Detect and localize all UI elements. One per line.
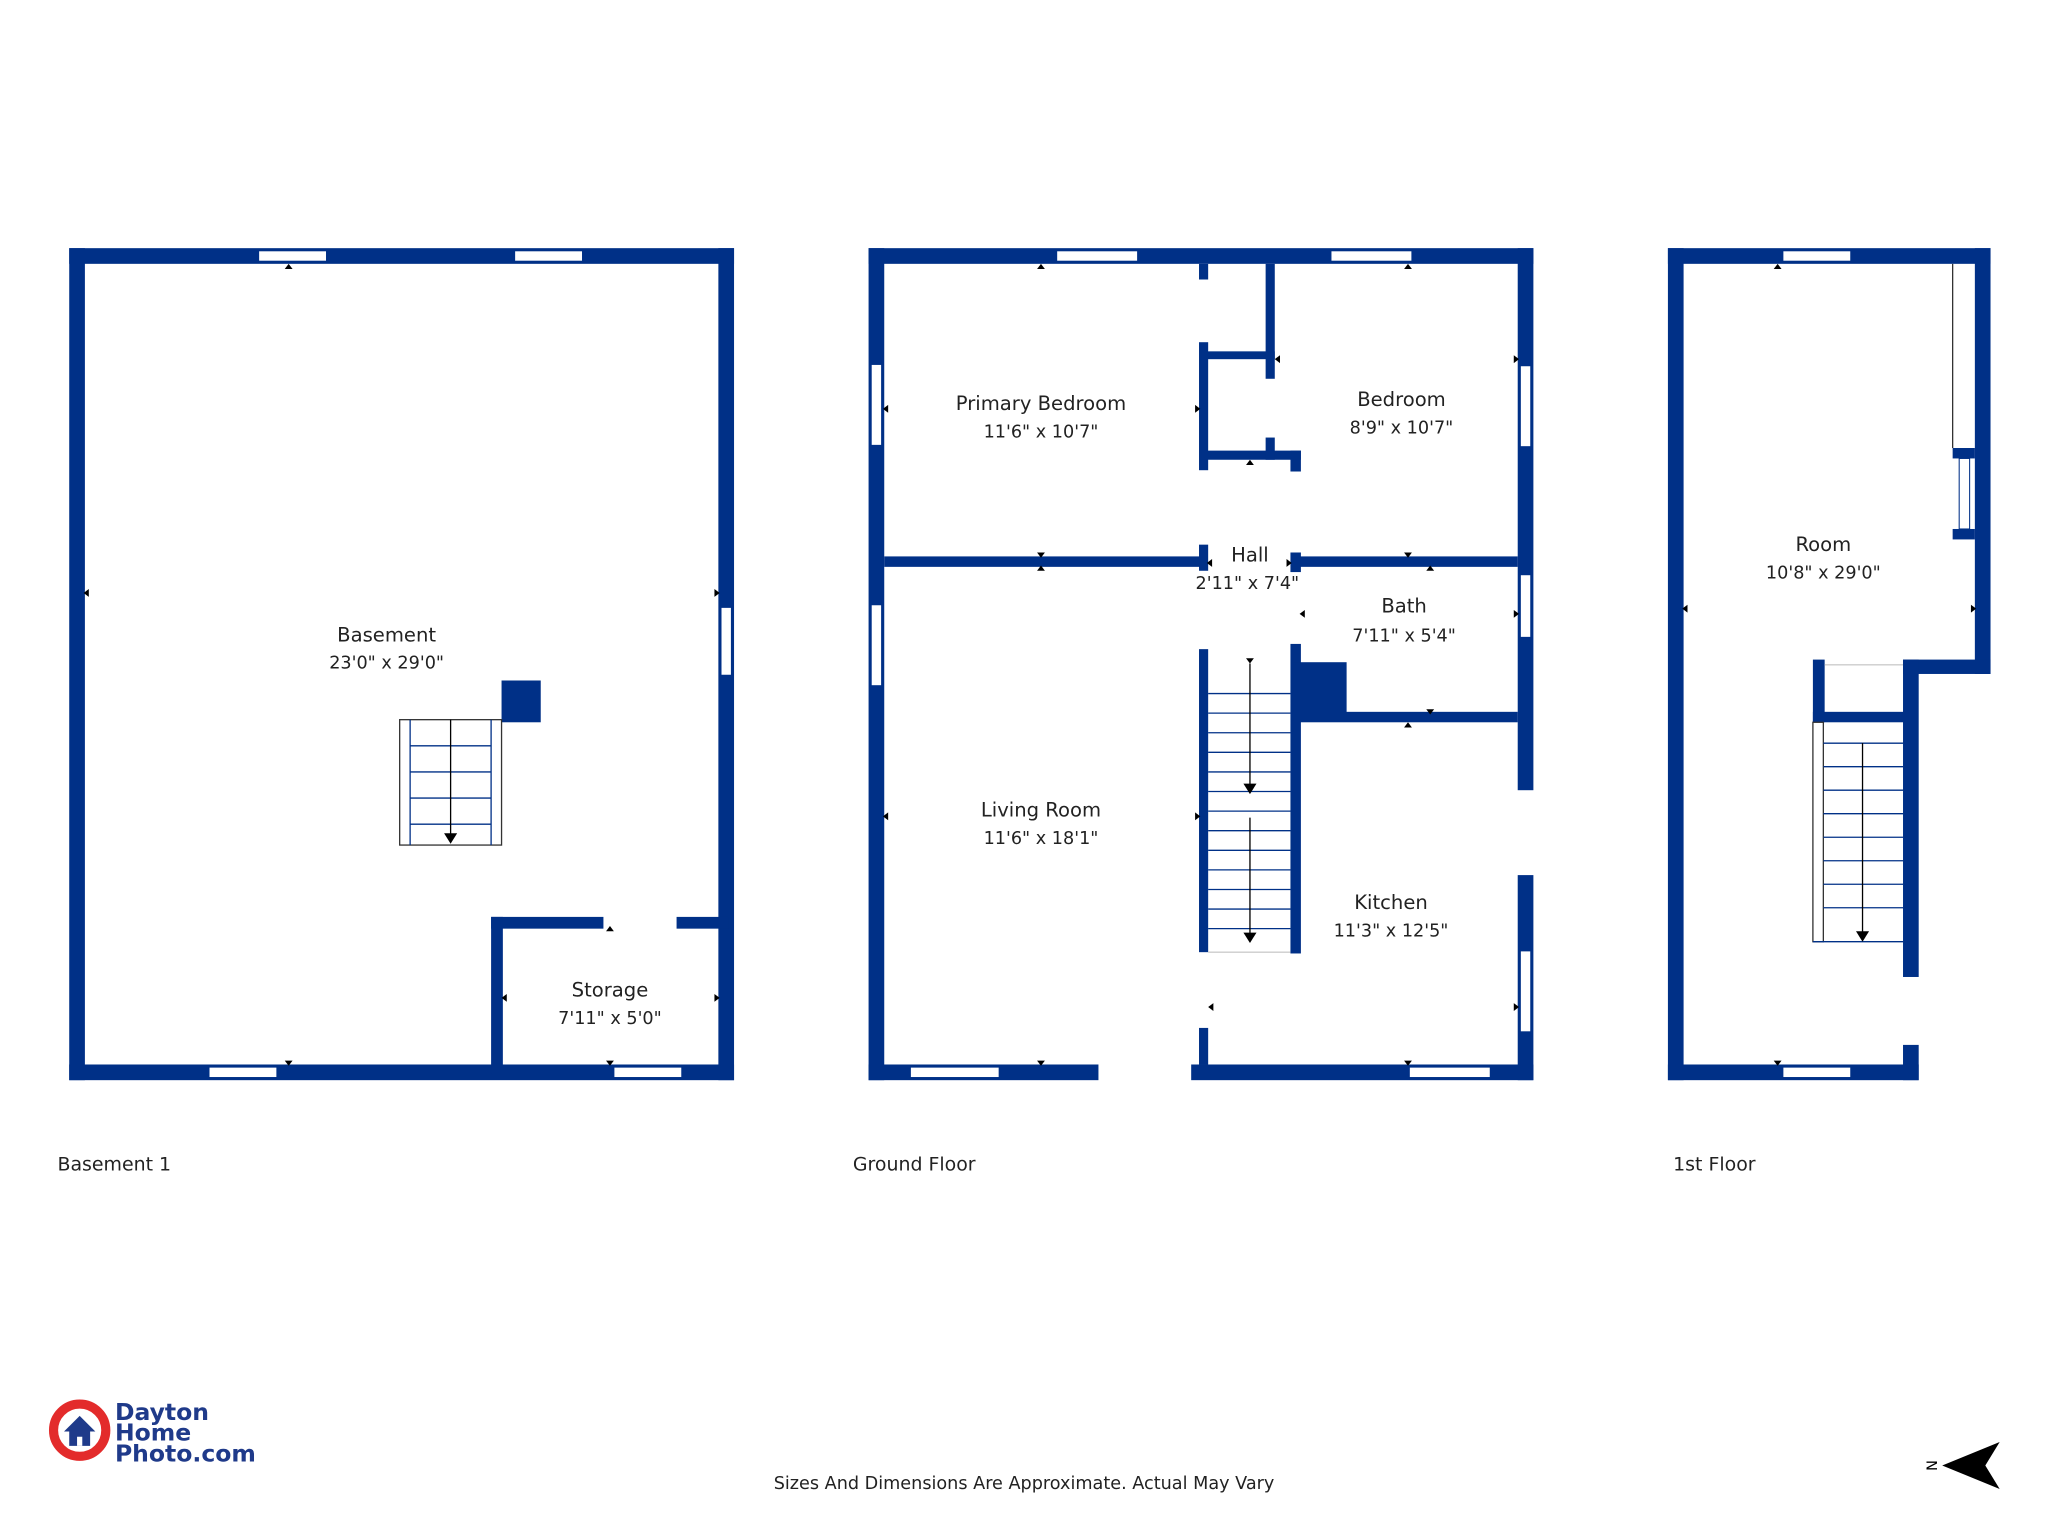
- room-name-bedroom: Bedroom: [1357, 388, 1446, 411]
- basement-stairs: [399, 719, 503, 846]
- room-dims-hall: 2'11" x 7'4": [1196, 574, 1300, 594]
- window: [1958, 457, 1971, 530]
- window: [1330, 250, 1413, 262]
- room-dims-basement: 23'0" x 29'0": [329, 654, 444, 674]
- window: [1519, 950, 1532, 1033]
- room-name-bath: Bath: [1381, 595, 1427, 618]
- room-dims-kitchen: 11'3" x 12'5": [1334, 921, 1449, 941]
- floor-label-first: 1st Floor: [1673, 1153, 1756, 1175]
- room-name-living-room: Living Room: [981, 798, 1101, 821]
- first-floor-plan: Room 10'8" x 29'0": [1667, 248, 1991, 1081]
- room-name-basement: Basement: [337, 623, 436, 646]
- window: [870, 604, 883, 687]
- window: [720, 606, 732, 676]
- compass-letter: N: [1923, 1460, 1939, 1471]
- floor-label-ground: Ground Floor: [853, 1153, 976, 1175]
- window: [1056, 250, 1139, 262]
- room-dims-bath: 7'11" x 5'4": [1352, 626, 1456, 646]
- window: [613, 1066, 683, 1079]
- north-compass-icon: N: [1923, 1441, 2000, 1489]
- room-name-room: Room: [1795, 533, 1851, 556]
- room-dims-storage: 7'11" x 5'0": [558, 1009, 662, 1029]
- disclaimer-text: Sizes And Dimensions Are Approximate. Ac…: [774, 1474, 1275, 1494]
- company-logo: Dayton Home Photo.com: [48, 1398, 256, 1468]
- ground-floor-stairs: [1208, 663, 1291, 953]
- window: [1782, 1066, 1852, 1079]
- room-dims-living-room: 11'6" x 18'1": [984, 829, 1099, 849]
- window: [870, 363, 883, 446]
- floor-label-basement: Basement 1: [57, 1153, 171, 1175]
- window: [1408, 1066, 1491, 1079]
- column: [501, 680, 541, 723]
- window: [1782, 250, 1852, 262]
- room-name-storage: Storage: [572, 979, 649, 1002]
- chimney: [1293, 662, 1347, 721]
- window: [514, 250, 584, 262]
- window: [1519, 365, 1532, 448]
- first-floor-stairs: [1812, 721, 1904, 943]
- window: [208, 1066, 278, 1079]
- basement-floor-plan: Basement 23'0" x 29'0" Storage 7'11" x 5…: [69, 248, 735, 1081]
- camera-house-icon: [48, 1399, 111, 1461]
- room-dims-room: 10'8" x 29'0": [1766, 564, 1881, 584]
- window: [258, 250, 328, 262]
- window: [909, 1066, 1000, 1079]
- room-name-kitchen: Kitchen: [1354, 891, 1428, 914]
- room-dims-primary-bedroom: 11'6" x 10'7": [984, 423, 1099, 443]
- ground-floor-plan: Primary Bedroom 11'6" x 10'7" Bedroom 8'…: [868, 248, 1534, 1081]
- logo-line3: Photo.com: [115, 1440, 256, 1468]
- room-dims-bedroom: 8'9" x 10'7": [1350, 419, 1454, 439]
- room-name-primary-bedroom: Primary Bedroom: [956, 392, 1126, 415]
- window: [1519, 574, 1532, 638]
- logo-line2: Home: [115, 1419, 191, 1447]
- room-name-hall: Hall: [1231, 544, 1269, 567]
- logo-line1: Dayton: [115, 1398, 209, 1426]
